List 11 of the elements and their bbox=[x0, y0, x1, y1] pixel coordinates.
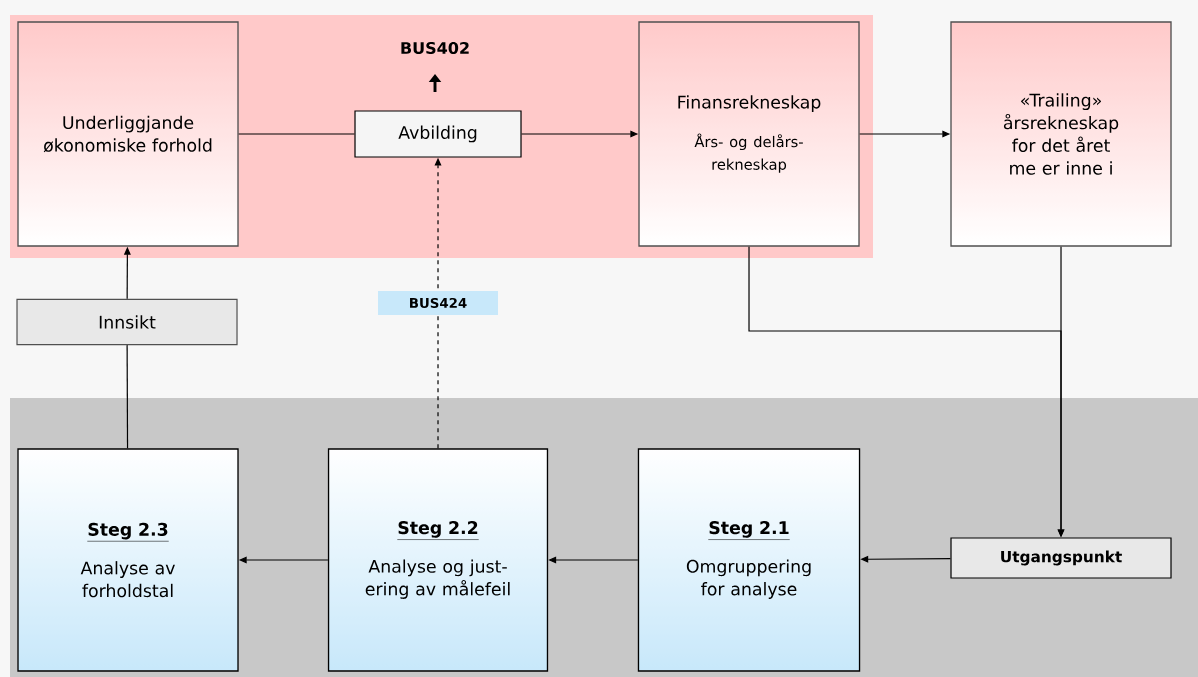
step-box: Steg 2.2 Analyse og just-ering av målefeil bbox=[327, 448, 549, 672]
process-box: Underliggjande økonomiske forhold bbox=[17, 21, 239, 247]
process-box: Utgangspunkt bbox=[950, 537, 1172, 579]
label: BUS402 bbox=[401, 41, 469, 55]
process-box: Avbilding bbox=[354, 110, 522, 158]
process-box: Innsikt bbox=[16, 298, 238, 346]
step-box: Steg 2.3 Analyse av forholdstal bbox=[17, 448, 239, 672]
process-box: Finansrekneskap Års- og delårs-rekneskap bbox=[638, 21, 860, 247]
step-box: Steg 2.1 Omgruppering for analyse bbox=[637, 448, 861, 672]
edge-label: BUS424 bbox=[378, 290, 498, 315]
process-box: «Trailing» årsrekneskap for det året me er inne i bbox=[950, 21, 1172, 247]
